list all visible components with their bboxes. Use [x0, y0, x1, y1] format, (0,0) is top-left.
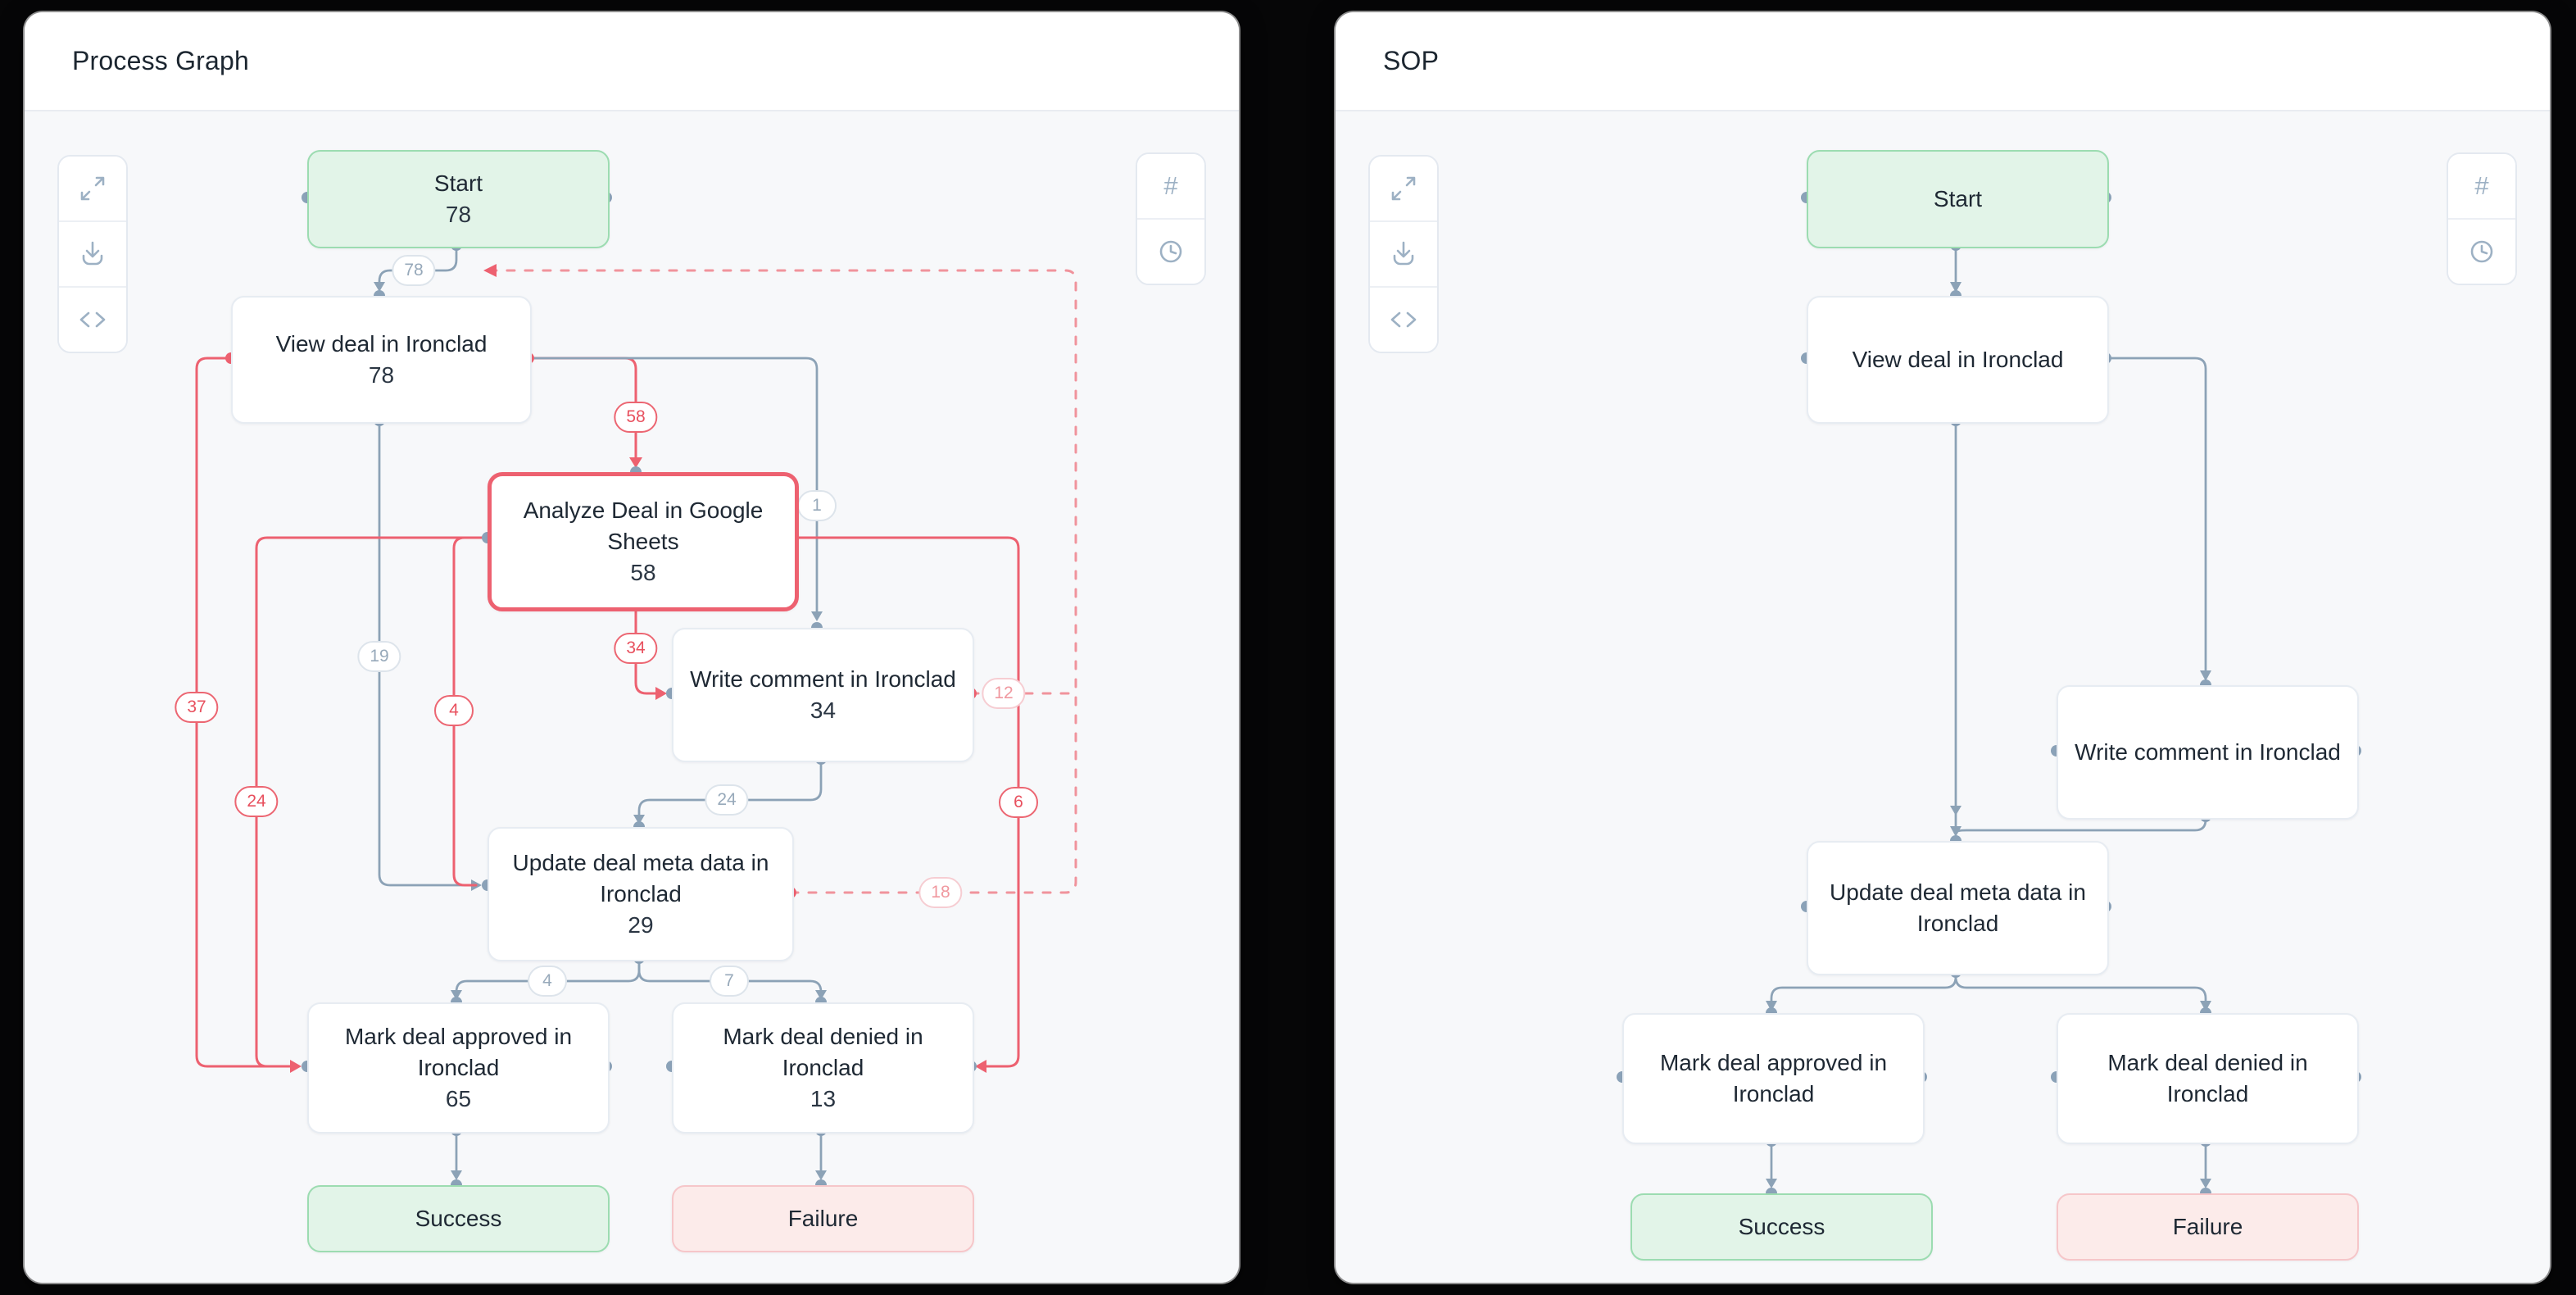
- sop-header: SOP: [1336, 12, 2550, 111]
- node-failure[interactable]: Failure: [2057, 1193, 2359, 1261]
- node-failure[interactable]: Failure: [672, 1185, 974, 1252]
- edge-label-write-update: 24: [705, 784, 749, 816]
- download-icon: [1393, 241, 1414, 266]
- edge-label-view-update: 19: [357, 641, 401, 672]
- sop-canvas[interactable]: Start View deal in Ironclad Write commen…: [1336, 111, 2550, 1283]
- edge-label-start-view: 78: [392, 255, 436, 286]
- edge-label-update-approved: 4: [528, 966, 567, 997]
- node-mark-approved[interactable]: Mark deal approved in Ironclad: [1622, 1013, 1925, 1144]
- hash-icon: #: [2474, 171, 2489, 200]
- frequency-toggle-button[interactable]: #: [2448, 154, 2515, 218]
- node-update-meta[interactable]: Update deal meta data in Ironclad 29: [488, 827, 794, 961]
- edge-label-analyze-approved: 24: [234, 786, 279, 817]
- process-graph-canvas[interactable]: 78 58 1 19 37 24 4 34 6 24 12 18 4 7 Sta…: [25, 111, 1239, 1283]
- download-button[interactable]: [59, 220, 126, 286]
- edge-label-analyze-denied: 6: [999, 787, 1038, 818]
- node-mark-denied[interactable]: Mark deal denied in Ironclad 13: [672, 1002, 974, 1134]
- edge-label-write-loop: 12: [982, 678, 1026, 709]
- node-update-meta[interactable]: Update deal meta data in Ironclad: [1807, 841, 2109, 975]
- canvas-toolbar-right: #: [2447, 152, 2517, 285]
- expand-icon: [1391, 176, 1416, 201]
- node-write-comment[interactable]: Write comment in Ironclad: [2057, 685, 2359, 820]
- edge-label-update-denied: 7: [710, 966, 749, 997]
- hash-icon: #: [1163, 171, 1178, 200]
- download-button[interactable]: [1370, 220, 1437, 286]
- edge-label-analyze-update: 4: [434, 695, 474, 726]
- edge-label-view-approved: 37: [175, 692, 219, 723]
- canvas-toolbar-left: [57, 155, 128, 353]
- node-view-deal[interactable]: View deal in Ironclad 78: [231, 296, 532, 424]
- node-success[interactable]: Success: [1630, 1193, 1933, 1261]
- edge-label-analyze-write: 34: [614, 633, 658, 664]
- edge-label-view-analyze: 58: [614, 402, 658, 433]
- node-mark-denied[interactable]: Mark deal denied in Ironclad: [2057, 1013, 2359, 1144]
- panel-title: SOP: [1383, 46, 1440, 75]
- process-graph-panel: Process Graph: [25, 12, 1239, 1283]
- process-graph-header: Process Graph: [25, 12, 1239, 111]
- download-icon: [82, 241, 103, 266]
- clock-icon: [2470, 240, 2493, 263]
- code-view-button[interactable]: [1370, 286, 1437, 352]
- fullscreen-button[interactable]: [1370, 157, 1437, 220]
- clock-icon: [1159, 240, 1182, 263]
- code-icon: [1390, 311, 1417, 328]
- code-icon: [79, 311, 106, 328]
- canvas-toolbar-right: #: [1136, 152, 1206, 285]
- panel-title: Process Graph: [72, 46, 250, 75]
- duration-toggle-button[interactable]: [1137, 218, 1204, 284]
- node-start[interactable]: Start 78: [307, 150, 610, 248]
- node-analyze-deal[interactable]: Analyze Deal in Google Sheets 58: [488, 472, 799, 611]
- node-success[interactable]: Success: [307, 1185, 610, 1252]
- node-start[interactable]: Start: [1807, 150, 2109, 248]
- frequency-toggle-button[interactable]: #: [1137, 154, 1204, 218]
- code-view-button[interactable]: [59, 286, 126, 352]
- node-write-comment[interactable]: Write comment in Ironclad 34: [672, 628, 974, 762]
- canvas-toolbar-left: [1368, 155, 1439, 353]
- expand-icon: [80, 176, 105, 201]
- duration-toggle-button[interactable]: [2448, 218, 2515, 284]
- edge-label-update-loop: 18: [918, 877, 963, 908]
- node-view-deal[interactable]: View deal in Ironclad: [1807, 296, 2109, 424]
- node-mark-approved[interactable]: Mark deal approved in Ironclad 65: [307, 1002, 610, 1134]
- fullscreen-button[interactable]: [59, 157, 126, 220]
- sop-panel: SOP: [1336, 12, 2550, 1283]
- sop-edges: [1617, 192, 2361, 1199]
- edge-label-view-write: 1: [797, 490, 837, 521]
